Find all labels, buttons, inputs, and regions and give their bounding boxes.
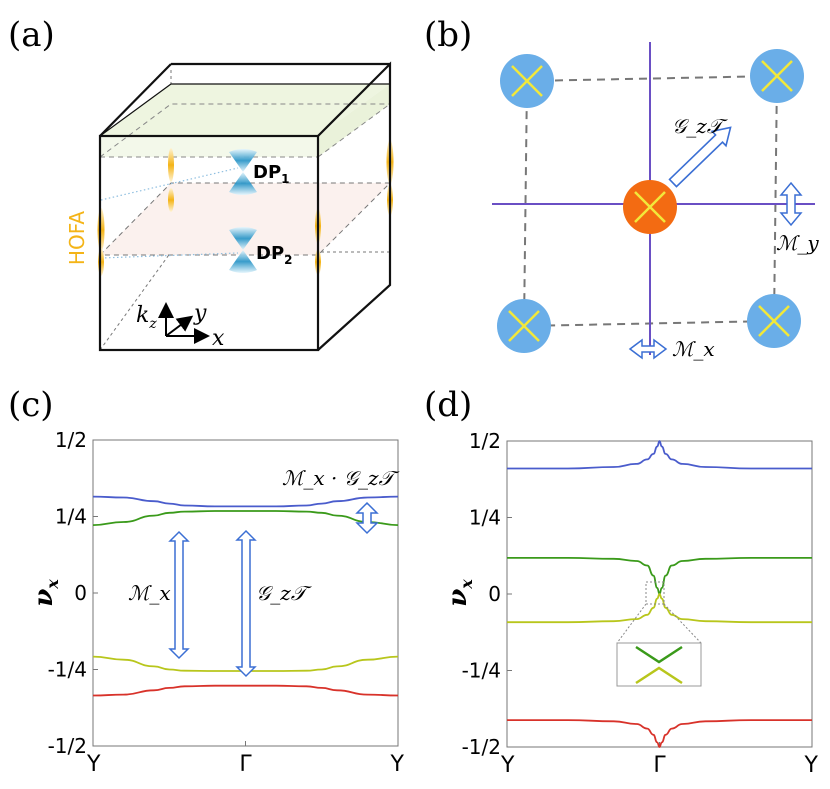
chart-d-ticks: -1/2 -1/4 0 1/4 1/2Y Γ Y [462,429,819,778]
chart-d-series-1 [506,556,812,595]
chart-d-series-0 [507,440,812,470]
c-op-top-label: ℳ_x · 𝒢_z𝒯 [282,466,401,490]
cube-front-edges [98,61,392,352]
projection-lines [100,167,239,259]
panel-c: (c) -1/2 -1/4 0 1/4 1/2Y Γ Y νx ℳ_x · 𝒢_z𝒯 ℳ_x… [8,385,405,777]
c-top-arrow-icon [355,501,379,535]
chart-c-series-3 [92,684,399,697]
hofa-arc-3 [168,148,174,182]
chart-c-ticks: -1/2 -1/4 0 1/4 1/2Y Γ Y [48,428,405,777]
chart-c-ylabel: νx [29,579,62,607]
coord-axes [158,302,210,344]
panel-b-label: (b) [424,15,472,55]
dp2-label: DP2 [256,243,293,267]
chart-c-ytick-label-0: -1/2 [48,734,87,758]
chart-d-lines [506,440,812,748]
hofa-arc-4 [168,188,174,212]
chart-d-ytick-label-4: 1/2 [469,429,501,453]
chart-c-ytick-label-2: 0 [74,581,87,605]
panel-b: (b) [424,15,819,361]
corner-site-tl [500,54,554,108]
chart-d-ytick-label-0: -1/2 [462,735,501,759]
dirac-cone-1 [229,149,257,195]
chart-c-ytick-label-4: 1/2 [55,428,87,452]
chart-d-ytick-label-1: -1/4 [462,659,501,683]
dp1-label: DP1 [253,162,290,186]
center-site [623,180,677,234]
panel-a-label: (a) [8,15,55,55]
axis-kz-label: kz [136,303,157,332]
gzt-arrow-icon [668,126,732,188]
chart-c-series-0 [92,495,399,508]
chart-c-xtick-label-1: Γ [239,752,252,777]
chart-d-series-2 [507,593,812,624]
panel-c-label: (c) [8,385,54,425]
chart-d-xtick-label-1: Γ [653,753,666,778]
chart-d-ytick-label-3: 1/4 [469,506,501,530]
axis-x-label: x [212,326,225,351]
corner-site-tr [750,49,804,103]
dirac-cone-2 [229,227,257,273]
chart-c-ytick-label-3: 1/4 [55,505,87,529]
c-mx-arrow-icon [168,530,190,660]
op-my-label: ℳ_y [776,231,819,255]
chart-c-series-1 [92,510,399,526]
my-arrow-icon [779,181,803,227]
chart-c-xtick-label-2: Y [390,752,405,777]
chart-d-ylabel: νx [443,579,476,607]
corner-site-bl [497,299,551,353]
c-op-gzt-label: 𝒢_z𝒯 [256,581,313,605]
chart-c-ytick-label-1: -1/4 [48,658,87,682]
panel-d-label: (d) [424,385,472,425]
op-diag-label: 𝒢_z𝒯 [672,114,729,138]
hofa-label: HOFA [65,211,89,265]
corner-site-br [747,294,801,348]
mx-arrow-icon [628,338,668,360]
axis-y-label: y [193,301,207,326]
panel-d: (d) -1/2 -1/4 0 1/4 1/2Y Γ Y νx [424,385,819,778]
chart-c-xtick-label-0: Y [86,752,101,777]
zoom-inset-box [616,642,702,687]
zoom-inset [616,581,702,687]
c-gzt-arrow-icon [235,529,257,678]
chart-d-series-3 [507,719,812,748]
zoom-source-box [645,581,665,605]
chart-d-ytick-label-2: 0 [488,582,501,606]
op-mx-label: ℳ_x [672,337,715,361]
panel-a: (a) [8,15,394,352]
chart-d-xtick-label-2: Y [804,753,819,778]
top-slab [99,83,391,158]
c-op-mx-label: ℳ_x [128,581,171,605]
chart-d-xtick-label-0: Y [500,753,515,778]
